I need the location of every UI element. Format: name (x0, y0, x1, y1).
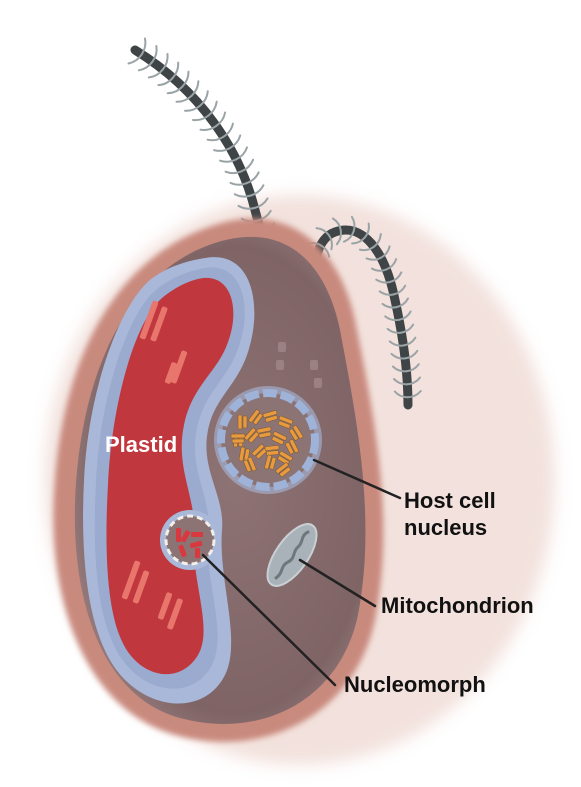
leader-lines (201, 458, 402, 687)
basal-vesicles (276, 342, 322, 388)
plastid-label: Plastid (105, 432, 177, 457)
nucleomorph-label: Nucleomorph (344, 672, 486, 697)
host-cell-nucleus (214, 386, 322, 494)
nucleomorph-chromosomes (176, 528, 203, 558)
thylakoids (121, 300, 188, 630)
host-chromosomes (230, 409, 304, 478)
nucleomorph (160, 510, 220, 570)
mitochondrion-label: Mitochondrion (381, 593, 534, 618)
plastid-stroma (106, 277, 234, 675)
host-nucleus-label-line1: Host cell (404, 488, 496, 513)
host-nucleus-label-line2: nucleus (404, 515, 487, 540)
plastid: Plastid (83, 257, 255, 704)
